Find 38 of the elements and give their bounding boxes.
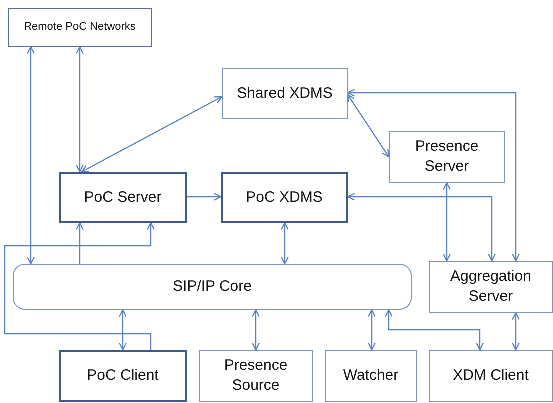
process-box — [325, 350, 417, 402]
box-label: SIP/IP Core — [173, 277, 252, 297]
arrow — [252, 309, 260, 351]
box-label: PoC Client — [87, 366, 159, 386]
arrow — [187, 193, 222, 201]
process-box — [199, 350, 313, 402]
arrow — [347, 94, 390, 158]
process-box — [429, 261, 553, 313]
box-label: Remote PoC Networks — [24, 20, 136, 35]
arrow — [512, 312, 520, 351]
process-box — [59, 172, 187, 223]
box-label: Presence Server — [414, 137, 480, 177]
process-box — [222, 68, 348, 119]
process-box — [59, 350, 187, 402]
process-box — [429, 350, 553, 402]
arrow — [119, 309, 127, 351]
box-label: Shared XDMS — [237, 84, 333, 104]
arrow — [347, 89, 520, 262]
box-label: PoC XDMS — [246, 188, 323, 208]
arrow — [385, 309, 484, 351]
arrow — [368, 309, 376, 351]
box-label: XDM Client — [453, 366, 529, 386]
arrow — [281, 222, 289, 265]
box-label: Aggregation Server — [450, 267, 532, 307]
arrow — [27, 46, 35, 265]
arrow — [443, 182, 451, 262]
process-box — [221, 172, 348, 223]
process-box — [13, 264, 412, 310]
arrow — [4, 222, 155, 350]
arrow — [81, 96, 223, 173]
arrow — [76, 222, 84, 264]
box-label: Watcher — [343, 366, 399, 386]
process-box — [389, 131, 505, 183]
box-label: Presence Source — [223, 356, 289, 396]
process-box — [8, 8, 152, 47]
arrow — [347, 193, 496, 262]
box-label: PoC Server — [84, 188, 162, 208]
arrow — [76, 46, 84, 173]
